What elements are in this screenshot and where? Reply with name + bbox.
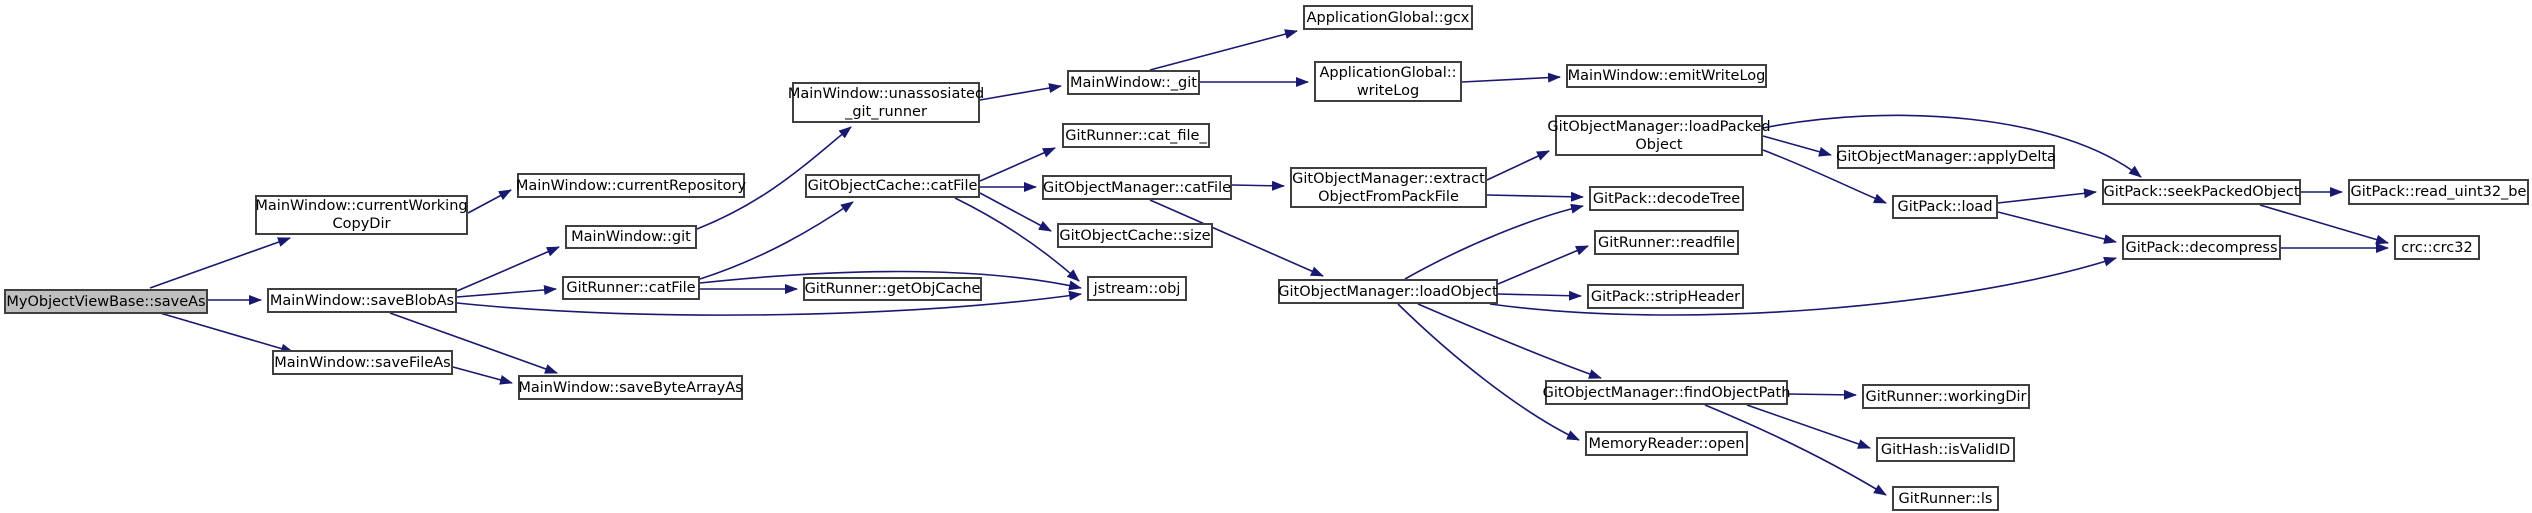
edge-mgrCatFile-to-extractObjectFromPackFile [1231, 180, 1285, 191]
edge-git-to-unassosiatedGitRunner [696, 126, 852, 230]
edge-_git-to-gcx [1149, 29, 1298, 71]
edge-saveAs-to-saveFileAs [159, 312, 294, 354]
graph-node-applyDelta[interactable]: GitObjectManager::applyDelta [1836, 145, 2056, 169]
graph-node-getObjCache[interactable]: GitRunner::getObjCache [803, 277, 982, 301]
graph-node-unassosiatedGitRunner[interactable]: MainWindow::unassosiated _git_runner [788, 82, 984, 123]
graph-node-crc32[interactable]: crc::crc32 [2394, 235, 2480, 260]
graph-node-_git[interactable]: MainWindow::_git [1067, 70, 1200, 95]
edge-mgrCatFile-to-loadObject [1149, 199, 1324, 277]
graph-node-emitWriteLog[interactable]: MainWindow::emitWriteLog [1566, 64, 1767, 88]
edge-gitPackLoad-to-seekPackedObject [1997, 188, 2097, 204]
edge-loadObject-to-decodeTree [1404, 203, 1584, 280]
edge-seekPackedObject-to-crc32 [2259, 204, 2389, 245]
graph-node-findObjectPath[interactable]: GitObjectManager::findObjectPath [1543, 380, 1790, 405]
edge-loadPackedObject-to-seekPackedObject [1762, 114, 2142, 178]
edge-saveFileAs-to-saveByteArrayAs [452, 366, 513, 385]
graph-node-currentWorkingCopyDir[interactable]: MainWindow::currentWorking CopyDir [255, 195, 468, 235]
graph-node-decodeTree[interactable]: GitPack::decodeTree [1589, 186, 1744, 211]
edge-extractObjectFromPackFile-to-loadPackedObject [1486, 150, 1550, 181]
edge-saveBlobAs-to-jstreamObj [456, 290, 1082, 316]
graph-node-loadPackedObject[interactable]: GitObjectManager::loadPacked Object [1547, 115, 1771, 156]
graph-node-gcx[interactable]: ApplicationGlobal::gcx [1303, 5, 1473, 30]
graph-node-extractObjectFromPackFile[interactable]: GitObjectManager::extract ObjectFromPack… [1290, 167, 1487, 208]
graph-node-currentRepository[interactable]: MainWindow::currentRepository [516, 173, 746, 198]
edge-cacheCatFile-to-jstreamObj [954, 197, 1080, 282]
edge-currentWorkingCopyDir-to-currentRepository [467, 189, 512, 214]
edge-gitRunnerCatFile-to-jstreamObj [699, 270, 1082, 291]
graph-node-decompress[interactable]: GitPack::decompress [2122, 235, 2281, 260]
graph-node-seekPackedObject[interactable]: GitPack::seekPackedObject [2102, 179, 2301, 205]
edge-writeLog-to-emitWriteLog [1461, 72, 1561, 83]
graph-node-ls[interactable]: GitRunner::ls [1892, 486, 1999, 511]
edge-loadObject-to-memoryReaderOpen [1397, 303, 1580, 441]
edge-loadObject-to-findObjectPath [1417, 303, 1602, 379]
graph-node-memoryReaderOpen[interactable]: MemoryReader::open [1585, 431, 1748, 456]
graph-node-cacheSize[interactable]: GitObjectCache::size [1057, 223, 1213, 248]
graph-node-saveAs: MyObjectViewBase::saveAs [4, 289, 208, 314]
graph-node-git[interactable]: MainWindow::git [565, 225, 697, 249]
edge-loadObject-to-readfile [1497, 245, 1589, 285]
graph-node-mgrCatFile[interactable]: GitObjectManager::catFile [1042, 175, 1232, 200]
edge-gitRunnerCatFile-to-cacheCatFile [699, 201, 854, 280]
edge-cacheCatFile-to-cacheSize [979, 192, 1052, 232]
graph-node-writeLog[interactable]: ApplicationGlobal:: writeLog [1314, 61, 1462, 102]
graph-node-jstreamObj[interactable]: jstream::obj [1087, 276, 1187, 301]
graph-node-cacheCatFile[interactable]: GitObjectCache::catFile [805, 174, 980, 198]
edge-extractObjectFromPackFile-to-decodeTree [1486, 191, 1584, 202]
edge-unassosiatedGitRunner-to-_git [979, 83, 1062, 101]
edge-findObjectPath-to-workingDir [1787, 389, 1857, 400]
edge-loadObject-to-decompress [1489, 256, 2117, 316]
edge-loadObject-to-stripHeader [1497, 290, 1582, 301]
graph-node-gitRunnerCatFile[interactable]: GitRunner::catFile [562, 276, 700, 300]
graph-node-workingDir[interactable]: GitRunner::workingDir [1862, 384, 2030, 409]
edge-saveBlobAs-to-git [456, 246, 560, 292]
edge-loadPackedObject-to-applyDelta [1762, 135, 1832, 157]
graph-node-cat_file_[interactable]: GitRunner::cat_file_ [1062, 123, 1210, 148]
edge-loadPackedObject-to-gitPackLoad [1762, 149, 1887, 204]
edge-findObjectPath-to-ls [1704, 404, 1887, 496]
graph-node-loadObject[interactable]: GitObjectManager::loadObject [1278, 279, 1498, 304]
edge-saveBlobAs-to-gitRunnerCatFile [456, 284, 557, 298]
graph-node-stripHeader[interactable]: GitPack::stripHeader [1587, 284, 1744, 309]
edge-findObjectPath-to-isValidID [1746, 404, 1871, 449]
graph-node-saveByteArrayAs[interactable]: MainWindow::saveByteArrayAs [518, 375, 743, 400]
graph-node-readfile[interactable]: GitRunner::readfile [1594, 230, 1739, 255]
edge-saveBlobAs-to-saveByteArrayAs [389, 312, 558, 374]
graph-node-isValidID[interactable]: GitHash::isValidID [1876, 437, 2015, 462]
graph-node-saveBlobAs[interactable]: MainWindow::saveBlobAs [267, 288, 457, 313]
graph-node-read_uint32_be[interactable]: GitPack::read_uint32_be [2348, 179, 2529, 205]
graph-node-saveFileAs[interactable]: MainWindow::saveFileAs [272, 350, 453, 375]
graph-node-gitPackLoad[interactable]: GitPack::load [1892, 195, 1998, 219]
edge-gitPackLoad-to-decompress [1997, 211, 2117, 244]
edge-saveAs-to-currentWorkingCopyDir [149, 237, 291, 289]
edge-cacheCatFile-to-cat_file_ [979, 147, 1056, 182]
